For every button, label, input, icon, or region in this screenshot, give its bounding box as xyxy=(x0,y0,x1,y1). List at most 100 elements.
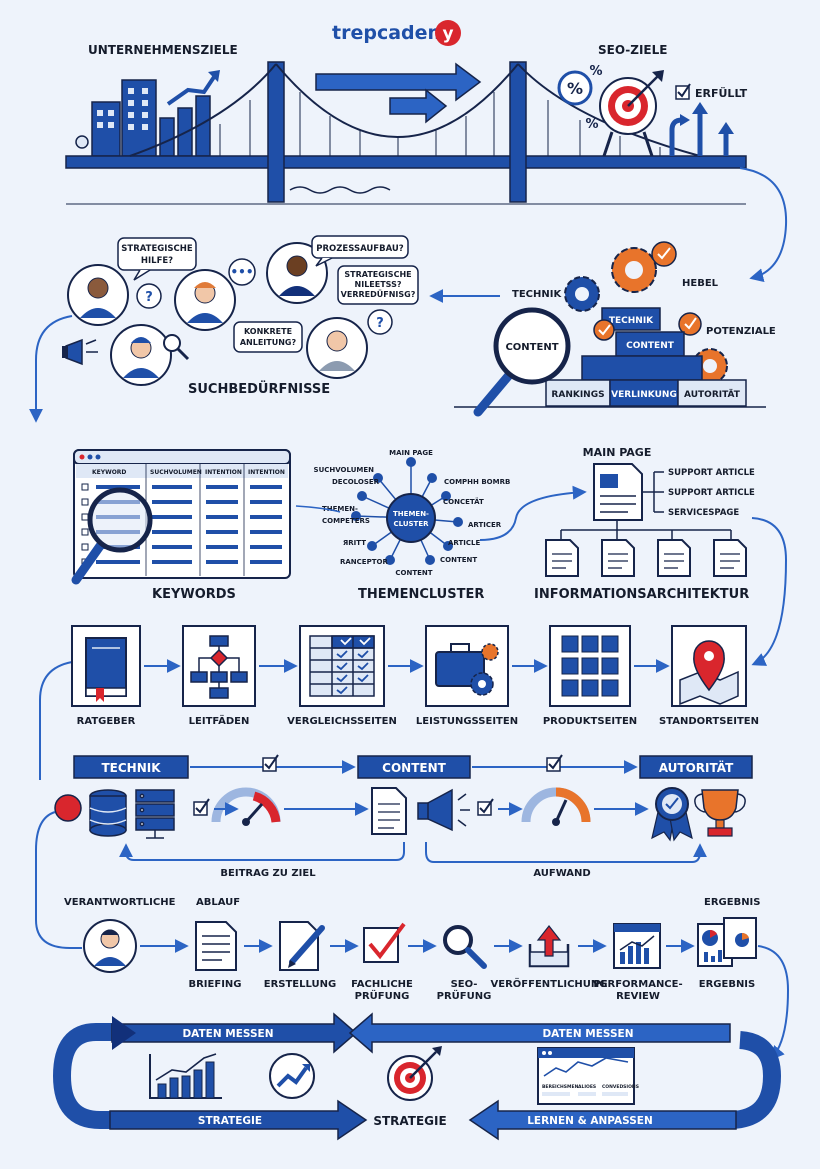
process-step: ERSTELLUNG xyxy=(264,979,336,990)
daten-band-left xyxy=(111,1012,358,1054)
strategie-label-left: STRATEGIE xyxy=(198,1115,262,1127)
performance-chart-icon xyxy=(613,923,661,969)
daten-label-left: DATEN MESSEN xyxy=(182,1028,273,1040)
checkbox-icon xyxy=(675,83,691,100)
status-dot xyxy=(54,794,82,822)
process-step: ERGEBNIS xyxy=(699,979,755,990)
svg-text:STRATEGISCHE: STRATEGISCHE xyxy=(121,244,193,254)
svg-text:ANLEITUNG?: ANLEITUNG? xyxy=(240,338,297,347)
process-step: PRÜFUNG xyxy=(355,988,410,1002)
process-step: BRIEFING xyxy=(188,979,241,990)
svg-text:ARTICER: ARTICER xyxy=(468,521,502,529)
report-icon xyxy=(697,917,757,967)
check-box-icon xyxy=(363,922,406,963)
ia-main-label: MAIN PAGE xyxy=(583,446,652,459)
fulfilled-label: ERFÜLLT xyxy=(695,86,748,100)
pen-doc-icon xyxy=(279,921,325,971)
svg-text:CONTENT: CONTENT xyxy=(440,556,477,564)
brand-name: trepcadem xyxy=(332,22,447,44)
block-content-label: CONTENT xyxy=(626,341,675,351)
gear-icon xyxy=(564,241,728,384)
svg-text:VERREDÜFNISG?: VERREDÜFNISG? xyxy=(341,289,416,299)
speech-bubble-3: STRATEGISCHE NILEETSS? VERREDÜFNISG? xyxy=(337,265,419,305)
document-icon xyxy=(593,463,643,521)
progress-arrow-icon xyxy=(315,62,482,102)
brand-logo: trepcadem y xyxy=(332,20,461,46)
svg-text:RANCEPTOR: RANCEPTOR xyxy=(340,558,388,566)
svg-text:ЯRITT: ЯRITT xyxy=(343,539,366,547)
badge-icon xyxy=(651,787,693,842)
page-type-label: PRODUKTSEITEN xyxy=(543,716,637,727)
search-needs-section: STRATEGISCHE HILFE? PROZESSAUFBAU? STRAT… xyxy=(29,235,419,423)
svg-text:%: % xyxy=(585,117,598,132)
cluster-center xyxy=(386,493,436,543)
aufwand-label: AUFWAND xyxy=(533,868,590,879)
search-icon xyxy=(443,925,487,969)
bridge-tower-right xyxy=(509,61,527,203)
dashboard-icon: BEREICHSMEN ALIOES CONVEDSIONS xyxy=(537,1047,639,1105)
daten-label-right: DATEN MESSEN xyxy=(542,1028,633,1040)
strategie-center-label: STRATEGIE xyxy=(373,1114,446,1128)
question-bubble-icon: ? ••• ? xyxy=(136,258,393,335)
svg-text:CLUSTER: CLUSTER xyxy=(393,520,429,528)
megaphone-icon xyxy=(62,338,98,366)
upload-icon xyxy=(528,925,570,968)
svg-text:SUPPORT ARTICLE: SUPPORT ARTICLE xyxy=(668,488,755,498)
avatar-person-1 xyxy=(67,264,129,326)
svg-text:DECOLOSER: DECOLOSER xyxy=(332,478,380,486)
speech-bubble-4: KONKRETE ANLEITUNG? xyxy=(233,321,303,353)
svg-text:COMPETERS: COMPETERS xyxy=(322,517,370,525)
document-icon xyxy=(371,787,407,835)
lever-hebel-label: HEBEL xyxy=(682,278,719,289)
pillar-content: CONTENT xyxy=(382,761,446,775)
process-step: SEO- xyxy=(451,979,478,990)
briefcase-icon xyxy=(435,643,499,696)
magnifier-icon: CONTENT xyxy=(473,307,571,417)
percent-icon: % % % xyxy=(557,64,603,132)
svg-text:ALIOES: ALIOES xyxy=(578,1084,596,1090)
seo-goals-label: SEO-ZIELE xyxy=(598,43,667,57)
svg-text:%: % xyxy=(589,64,602,79)
ia-section: MAIN PAGE SUPPORT ARTICLE SUPPORT ARTICL… xyxy=(534,446,788,666)
lever-technik-label: TECHNIK xyxy=(512,289,562,300)
company-buildings-icon xyxy=(75,79,211,157)
process-step: REVIEW xyxy=(616,991,660,1002)
growth-line-icon xyxy=(166,72,218,106)
svg-text:KONKRETE: KONKRETE xyxy=(244,327,292,336)
pillars-section: TECHNIK CONTENT AUTORITÄT xyxy=(54,754,753,879)
lever-potenziale-label: POTENZIALE xyxy=(706,326,776,337)
svg-text:CONCETÄT: CONCETÄT xyxy=(443,497,484,506)
search-needs-title: SUCHBEDÜRFNISSE xyxy=(188,381,330,397)
gauge-icon xyxy=(521,787,591,826)
growth-chart-icon xyxy=(149,1053,222,1099)
process-step: PERFORMANCE- xyxy=(593,979,682,990)
content-lens-label: CONTENT xyxy=(505,342,558,353)
pillar-technik: TECHNIK xyxy=(101,761,161,775)
avatar-person-5 xyxy=(306,317,368,379)
svg-text:BEREICHSMEN: BEREICHSMEN xyxy=(542,1084,579,1090)
beitrag-label: BEITRAG ZU ZIEL xyxy=(220,868,316,879)
strategie-band xyxy=(109,1099,368,1141)
speech-bubble-1: STRATEGISCHE HILFE? xyxy=(117,237,197,281)
lernen-label: LERNEN & ANPASSEN xyxy=(527,1115,653,1127)
svg-text:KEYWORD: KEYWORD xyxy=(92,469,126,476)
document-icon xyxy=(545,539,747,577)
page-types-section: RATGEBER LEITFÄDEN VERGLEICHSSEITEN LEIS… xyxy=(39,625,759,780)
bridge-tower-left xyxy=(267,61,285,203)
megaphone-icon xyxy=(417,788,470,832)
process-step: PRÜFUNG xyxy=(437,988,492,1002)
trend-icon xyxy=(269,1053,315,1099)
page-type-label: VERGLEICHSSEITEN xyxy=(287,716,397,727)
svg-text:INTENTION: INTENTION xyxy=(248,469,285,476)
page-type-label: STANDORTSEITEN xyxy=(659,716,759,727)
ergebnis-top-label: ERGEBNIS xyxy=(704,897,760,908)
owner-avatar xyxy=(83,919,137,973)
process-section: VERANTWORTLICHE ABLAUF ERGEBNIS xyxy=(35,811,790,1061)
page-type-label: LEISTUNGSSEITEN xyxy=(416,716,518,727)
svg-text:NILEETSS?: NILEETSS? xyxy=(355,280,402,289)
cluster-title: THEMENCLUSTER xyxy=(358,587,484,602)
avatar-person-4 xyxy=(110,324,190,386)
database-icon xyxy=(89,789,127,837)
svg-text:?: ? xyxy=(145,290,153,305)
target-icon xyxy=(387,1046,442,1101)
